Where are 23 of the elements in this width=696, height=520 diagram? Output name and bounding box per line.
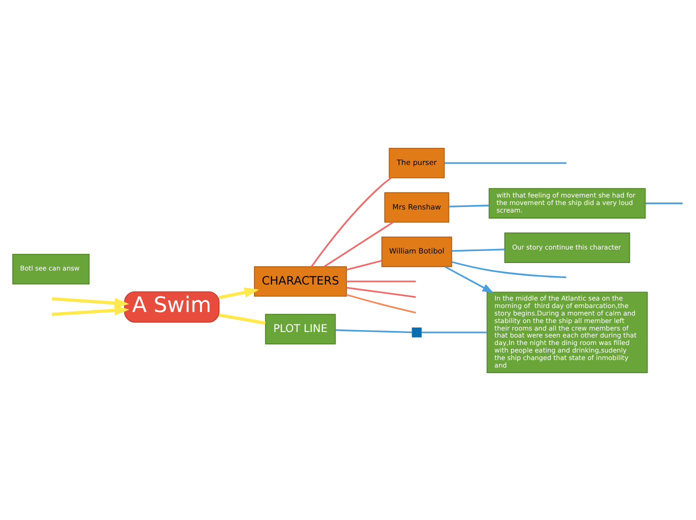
connector (346, 286, 416, 298)
connector (452, 260, 566, 278)
connector (310, 176, 392, 267)
connector (346, 259, 382, 270)
connector (452, 248, 505, 252)
connector (449, 204, 489, 207)
arrow (218, 286, 260, 299)
connector (324, 221, 394, 267)
connector (346, 280, 416, 282)
connector (645, 202, 683, 204)
node-box: CHARACTERS (254, 266, 347, 296)
node-box (412, 327, 422, 337)
connector (422, 331, 487, 333)
node-box: Mrs Renshaw (384, 192, 450, 222)
node-box: William Botibol (381, 236, 452, 267)
connector (444, 162, 566, 164)
connector (346, 293, 416, 313)
arrow (444, 266, 494, 293)
node-box: A Swim (124, 290, 220, 322)
connector (336, 328, 412, 333)
node-box: The purser (388, 147, 445, 178)
node-box: PLOT LINE (265, 313, 336, 344)
connector (218, 312, 266, 324)
